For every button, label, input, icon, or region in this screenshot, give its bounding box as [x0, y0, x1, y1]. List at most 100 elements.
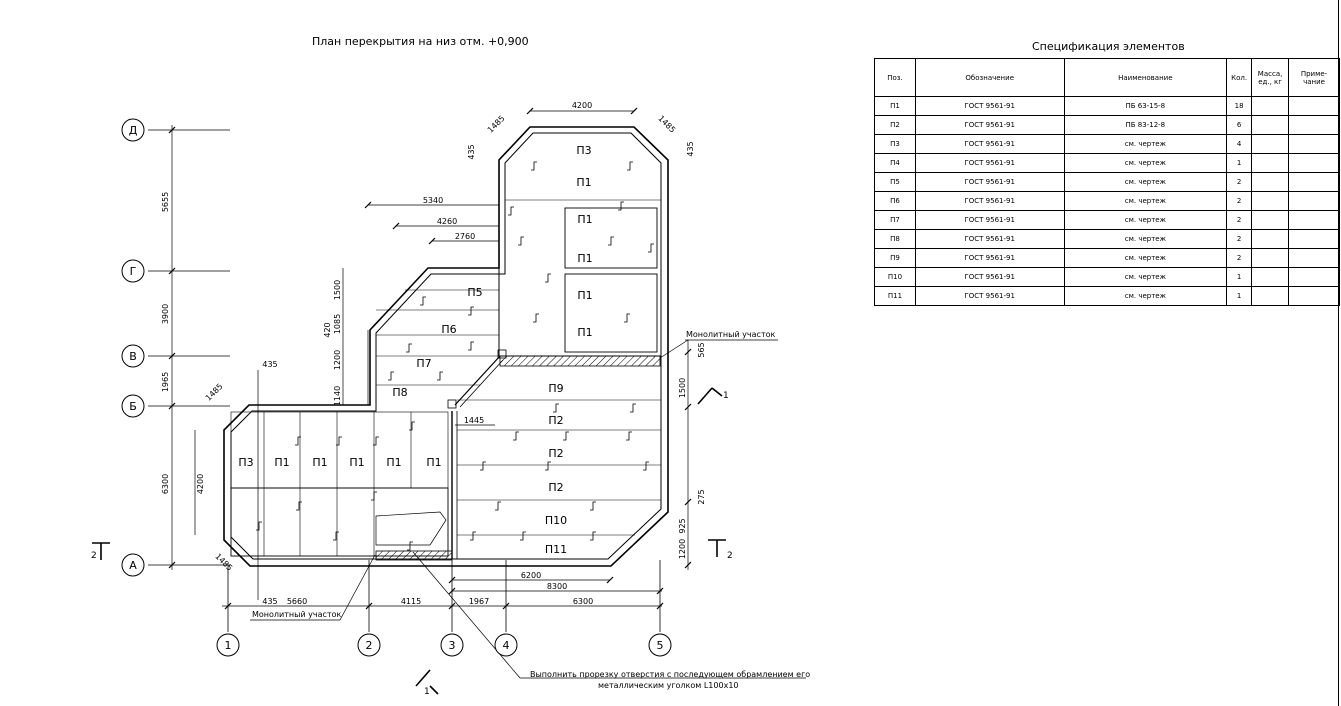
axis-bubble-1: [216, 633, 240, 657]
spec-cell: см. чертеж: [1063, 286, 1228, 306]
spec-title: Спецификация элементов: [1032, 40, 1185, 53]
spec-cell: см. чертеж: [1063, 248, 1228, 268]
slab-label: П1: [577, 289, 592, 302]
spec-cell: ГОСТ 9561-91: [914, 96, 1065, 116]
dim-text: 435: [467, 144, 476, 159]
dim-text: 420: [323, 322, 332, 337]
spec-cell: П8: [874, 229, 916, 249]
spec-cell: ГОСТ 9561-91: [914, 172, 1065, 192]
spec-cell: ГОСТ 9561-91: [914, 153, 1065, 173]
spec-cell: см. чертеж: [1063, 134, 1228, 154]
slab-label: П1: [577, 326, 592, 339]
note-cut-line2: металлическим уголком L100х10: [598, 681, 739, 690]
spec-cell: П7: [874, 210, 916, 230]
spec-cell: [1288, 210, 1340, 230]
spec-cell: [1288, 115, 1340, 135]
axis-bubble-3: [440, 633, 464, 657]
spec-cell: см. чертеж: [1063, 210, 1228, 230]
slab-label: П1: [577, 213, 592, 226]
spec-cell: 6: [1226, 115, 1253, 135]
axis-label: 4: [503, 639, 510, 652]
spec-cell: 1: [1226, 153, 1253, 173]
spec-header-cell: Наименование: [1063, 58, 1228, 97]
slab-label: П11: [545, 543, 567, 556]
dim-text: 4260: [437, 217, 457, 226]
dim-text: 1445: [464, 416, 484, 425]
dimension-text: 5655 3900 1965 6300 435 5660 4115 1967 6…: [161, 101, 706, 606]
spec-cell: 2: [1226, 191, 1253, 211]
dim-text: 6200: [521, 571, 541, 580]
dim-text: 1485: [656, 114, 677, 135]
dim-text: 5340: [423, 196, 443, 205]
dim-text: 435: [262, 597, 277, 606]
spec-cell: П2: [874, 115, 916, 135]
spec-cell: [1251, 229, 1290, 249]
leader-lines: [250, 339, 806, 679]
dim-text: 4200: [196, 474, 205, 494]
monolithic-zone-top: [499, 355, 661, 367]
spec-cell: [1251, 286, 1290, 306]
slab-label: П10: [545, 514, 567, 527]
slab-label: П1: [349, 456, 364, 469]
spec-cell: [1288, 267, 1340, 287]
notes: Монолитный участок Монолитный участок Вы…: [252, 330, 810, 690]
axis-bubble-4: [494, 633, 518, 657]
axis-bubble-2: [357, 633, 381, 657]
dim-ticks: [168, 107, 692, 610]
spec-cell: 1: [1226, 286, 1253, 306]
dim-text: 1485: [204, 382, 225, 403]
spec-cell: см. чертеж: [1063, 191, 1228, 211]
slab-label: П3: [238, 456, 253, 469]
spec-cell: ГОСТ 9561-91: [914, 267, 1065, 287]
section-label: 1: [424, 687, 430, 697]
dim-text: 1485: [486, 114, 507, 135]
dim-text: 925: [678, 518, 687, 533]
dim-text: 1500: [333, 280, 342, 300]
spec-cell: 2: [1226, 229, 1253, 249]
spec-cell: [1288, 191, 1340, 211]
dim-text: 5655: [161, 192, 170, 212]
spec-table: Поз. Обозначение Наименование Кол. Масса…: [874, 58, 1340, 306]
slab-label: П3: [576, 144, 591, 157]
section-marks: [92, 387, 726, 695]
spec-cell: П1: [874, 96, 916, 116]
spec-cell: ГОСТ 9561-91: [914, 210, 1065, 230]
slab-label: П7: [416, 357, 431, 370]
axis-label: 1: [225, 639, 232, 652]
dim-text: 3900: [161, 304, 170, 324]
spec-cell: [1251, 267, 1290, 287]
dim-text: 565: [697, 342, 706, 357]
spec-cell: 2: [1226, 248, 1253, 268]
dim-text: 1200: [678, 539, 687, 559]
slab-label: П1: [426, 456, 441, 469]
spec-cell: П9: [874, 248, 916, 268]
dim-text: 435: [262, 360, 277, 369]
spec-header-cell: Поз.: [874, 58, 916, 97]
spec-cell: [1251, 115, 1290, 135]
spec-cell: 18: [1226, 96, 1253, 116]
spec-cell: [1288, 229, 1340, 249]
building-walls: [223, 126, 669, 567]
note-monolithic-right: Монолитный участок: [686, 330, 776, 339]
dim-text: 1967: [469, 597, 489, 606]
spec-cell: П4: [874, 153, 916, 173]
axis-bubbles: [121, 118, 672, 657]
axis-bubble-Г: [121, 259, 145, 283]
slab-label: П1: [386, 456, 401, 469]
spec-cell: [1251, 172, 1290, 192]
spec-header-cell: Масса, ед., кг: [1251, 58, 1290, 97]
spec-cell: см. чертеж: [1063, 172, 1228, 192]
slab-label: П8: [392, 386, 407, 399]
spec-cell: [1288, 248, 1340, 268]
spec-cell: [1288, 96, 1340, 116]
spec-cell: [1288, 134, 1340, 154]
plan-title: План перекрытия на низ отм. +0,900: [312, 35, 529, 48]
spec-cell: ПБ 83-12-8: [1063, 115, 1228, 135]
spec-cell: [1288, 153, 1340, 173]
slab-label: П6: [441, 323, 456, 336]
